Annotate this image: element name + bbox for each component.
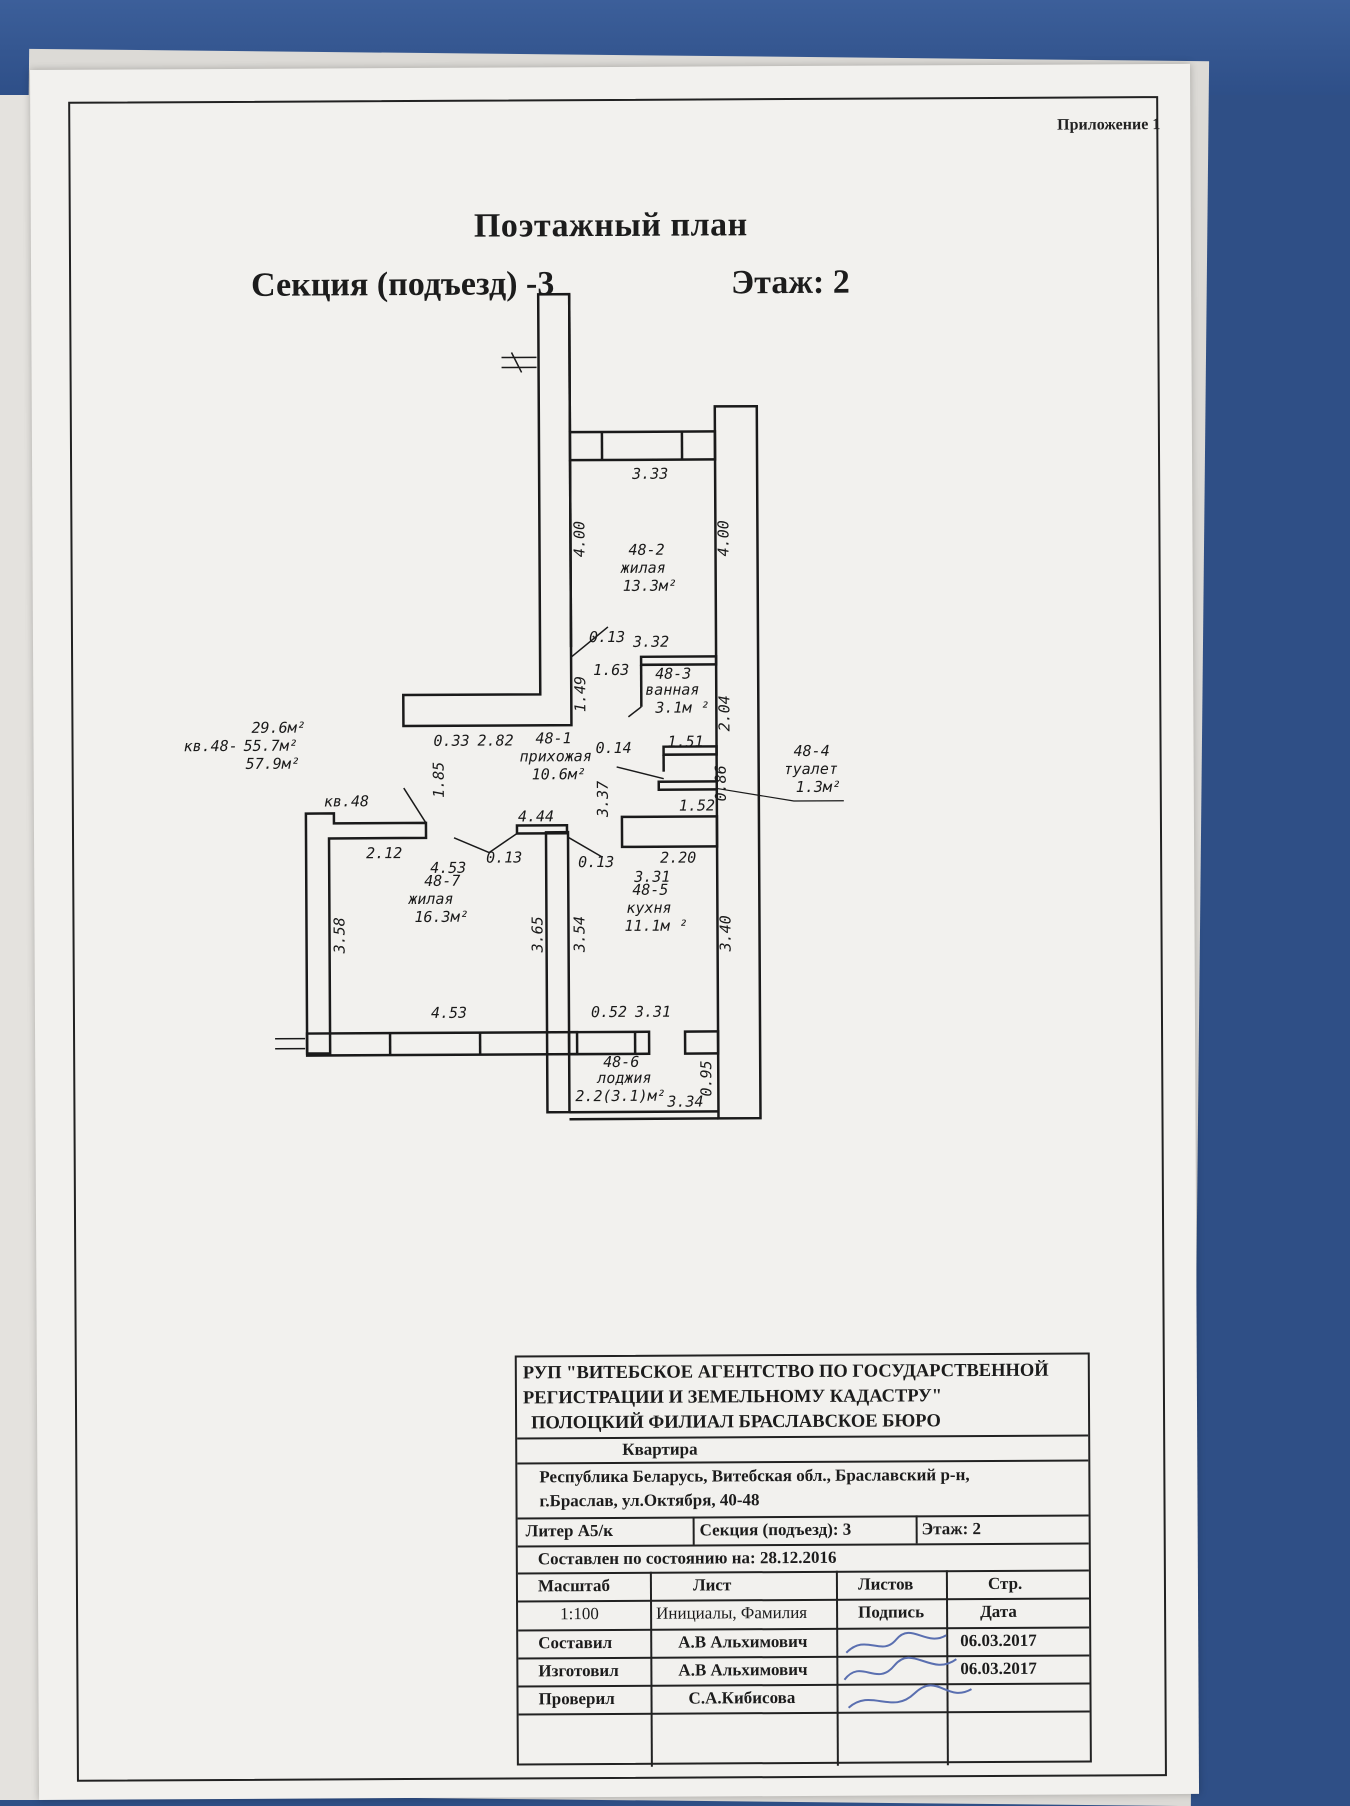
dim-0-13-a: 0.13 [589,628,625,646]
apartment-area-3: 57.9м² [246,755,300,773]
room-48-3-area: 3.1м ² [654,698,709,716]
dim-3-32: 3.32 [632,633,669,651]
row-name-3: С.А.Кибисова [688,1688,795,1709]
room-48-4-area: 1.3м² [796,778,841,796]
title-block: РУП "ВИТЕБСКОЕ АГЕНТСТВО ПО ГОСУДАРСТВЕН… [515,1352,1092,1765]
dim-1-49: 1.49 [571,676,589,712]
room-48-4-name: туалет [784,760,838,778]
dim-3-31-top: 3.31 [633,868,670,886]
dim-2-82: 2.82 [477,731,513,749]
signature-1 [846,1633,946,1653]
dim-0-95: 0.95 [697,1060,715,1096]
wall-right [715,406,761,1118]
dim-1-52: 1.52 [679,796,715,814]
apartment-label: кв.48 [324,792,369,810]
apartment-area-1: 29.6м² [251,719,305,737]
dim-0-33: 0.33 [433,732,469,750]
room-48-1-name: прихожая [520,747,592,765]
dim-4-53-top: 4.53 [430,859,466,877]
dim-3-40: 3.40 [716,915,734,952]
dim-4-53-bottom: 4.53 [431,1004,467,1022]
room-48-5-area: 11.1м ² [624,917,687,935]
dim-3-33-top: 3.33 [631,465,668,483]
wall-upper-left [401,294,571,726]
dim-0-13-b: 0.13 [486,848,522,866]
room-48-7-area: 16.3м² [414,908,468,926]
organization: РУП "ВИТЕБСКОЕ АГЕНТСТВО ПО ГОСУДАРСТВЕН… [523,1358,1088,1436]
org-line-1: РУП "ВИТЕБСКОЕ АГЕНТСТВО ПО ГОСУДАРСТВЕН… [523,1358,1088,1386]
dim-3-58: 3.58 [330,917,348,954]
dim-0-52: 0.52 [591,1003,627,1021]
dim-1-85: 1.85 [430,762,448,798]
room-48-5-name: кухня [626,899,671,917]
room-48-2-code: 48-2 [628,541,664,559]
dim-2-04: 2.04 [715,695,733,731]
room-48-6-area: 2.2(3.1)м² [575,1087,665,1105]
room-48-2-name: жилая [620,559,666,577]
dim-3-37: 3.37 [594,781,612,818]
dim-3-31-bottom: 3.31 [634,1003,671,1021]
row-name-1: А.В Альхимович [678,1632,807,1653]
col-name: Инициалы, Фамилия [656,1603,807,1624]
stamp-floor: Этаж: 2 [922,1519,981,1539]
col-date: Дата [980,1602,1017,1622]
col-signature: Подпись [858,1602,924,1622]
org-line-3: ПОЛОЦКИЙ ФИЛИАЛ БРАСЛАВСКОЕ БЮРО [523,1408,1088,1436]
col-page: Стр. [988,1574,1022,1594]
object-type: Квартира [622,1440,697,1460]
dim-3-34: 3.34 [666,1092,703,1110]
signature-marks [836,1627,976,1718]
address-line-2: г.Браслав, ул.Октября, 40-48 [539,1490,759,1511]
row-role-3: Проверил [538,1689,614,1709]
litera: Литер А5/к [526,1521,613,1541]
signature-2 [844,1657,956,1679]
room-48-4-code: 48-4 [794,742,830,760]
dim-4-44: 4.44 [518,807,554,825]
apartment-prefix: кв.48- [183,737,237,755]
row-role-2: Изготовил [538,1661,618,1681]
dim-3-65: 3.65 [528,916,546,953]
dim-0-14: 0.14 [596,739,632,757]
scale-value: 1:100 [560,1604,599,1624]
dim-4-00-right: 4.00 [714,520,732,556]
document-sheet: Приложение 1 Поэтажный план Секция (подъ… [30,64,1199,1800]
row-name-2: А.В Альхимович [678,1660,807,1681]
dim-2-20: 2.20 [660,849,696,867]
col-scale: Масштаб [538,1576,610,1596]
col-sheet: Лист [693,1575,731,1595]
room-48-1-code: 48-1 [535,729,571,747]
address-line-1: Республика Беларусь, Витебская обл., Бра… [539,1465,969,1487]
stamp-section: Секция (подъезд): 3 [700,1520,852,1541]
dim-3-54: 3.54 [570,916,588,953]
org-line-2: РЕГИСТРАЦИИ И ЗЕМЕЛЬНОМУ КАДАСТРУ" [523,1383,1088,1411]
floor-plan: 48-2 жилая 13.3м² 48-3 ванная 3.1м ² 48-… [30,64,1197,1360]
room-48-6-name: лоджия [596,1069,651,1087]
dim-1-51: 1.51 [667,732,703,750]
room-48-7-name: жилая [407,890,453,908]
dim-2-12: 2.12 [366,844,402,862]
room-48-3-name: ванная [645,681,699,699]
dim-1-63: 1.63 [593,661,629,679]
dim-0-13-c: 0.13 [578,853,614,871]
col-sheets: Листов [858,1574,914,1594]
compiled-state: Составлен по состоянию на: 28.12.2016 [538,1548,837,1570]
room-48-1-area: 10.6м² [532,765,586,783]
apartment-area-2: 55.7м² [243,737,297,755]
room-48-2-area: 13.3м² [623,577,677,595]
signature-3 [848,1685,971,1708]
row-role-1: Составил [538,1633,612,1653]
dim-4-00-left: 4.00 [570,521,588,557]
